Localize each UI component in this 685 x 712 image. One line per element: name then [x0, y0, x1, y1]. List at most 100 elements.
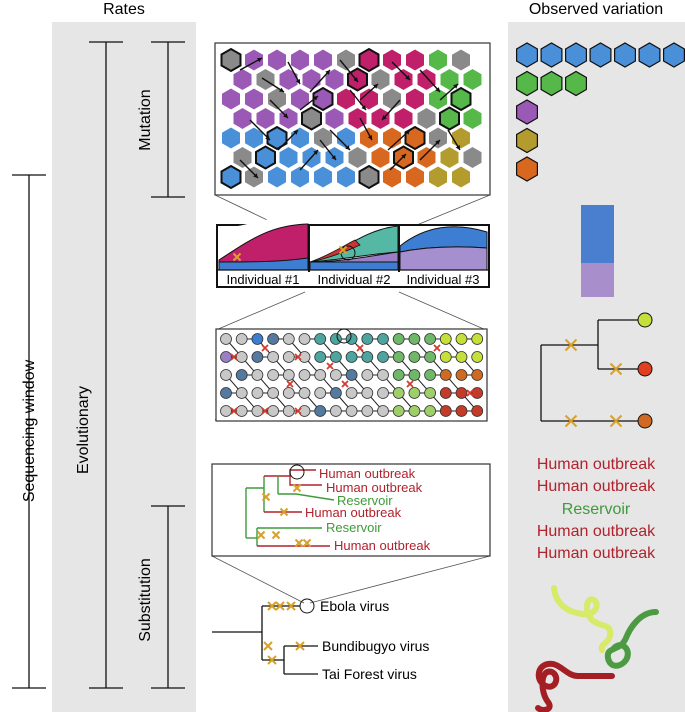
individual-mutation-marks: [232, 245, 348, 262]
hexagon-cell-icon: [358, 47, 380, 73]
mutation-cross-icon: [294, 538, 304, 548]
lattice-node: [267, 351, 280, 363]
lattice-node: [377, 405, 389, 417]
mutation-cross-icon: [341, 380, 349, 388]
individual-3-label: Individual #3: [407, 272, 480, 287]
mutation-cross-icon: [256, 530, 266, 540]
hexagon-cell-icon: [244, 165, 264, 189]
mutation-cross-icon: [271, 530, 281, 540]
lattice-node: [282, 405, 295, 417]
arrowhead-icon: [345, 145, 350, 150]
hexagon-cell-icon: [336, 126, 356, 150]
mutation-cross-icon: [230, 353, 238, 361]
hexagon-cell-icon: [416, 67, 437, 92]
tree-label-1: Human outbreak: [319, 466, 416, 481]
observed-tree: [540, 319, 638, 422]
hexagon-cell-icon: [336, 87, 356, 111]
hexagon-cell-icon: [405, 87, 425, 111]
hexagon-cell-icon: [393, 106, 414, 131]
scale-bars: [12, 41, 185, 689]
lattice-node: [455, 351, 468, 363]
lattice-node: [377, 387, 389, 399]
lattice-node: [424, 333, 437, 345]
hexagon-cell-icon: [564, 70, 588, 97]
lattice-node: [424, 351, 437, 363]
hexagon-cell-icon: [301, 67, 322, 92]
tree-label-5: Reservoir: [326, 520, 382, 535]
observed-label-1: Human outbreak: [537, 456, 656, 473]
lattice-node: [251, 333, 264, 345]
virus-mutation-marks: [263, 601, 305, 665]
lattice-node: [408, 369, 421, 381]
hexagon-cell-icon: [540, 70, 563, 97]
arrowhead-icon: [325, 70, 330, 75]
hexagon-cell-icon: [405, 165, 425, 189]
hexagon-cell-icon: [255, 145, 276, 170]
hexagon-cell-icon: [540, 42, 563, 68]
mutation-cross-icon: [294, 407, 302, 415]
arrow-line: [329, 129, 351, 151]
lattice-node: [439, 351, 452, 363]
lattice-node: [329, 369, 342, 381]
lattice-node: [220, 387, 232, 399]
arrowhead-icon: [293, 130, 298, 135]
arrowhead-icon: [373, 84, 378, 89]
hexagon-cell-icon: [278, 67, 299, 92]
mutation-cross-icon: [326, 362, 334, 370]
hexagon-cell-icon: [439, 106, 460, 131]
hexagon-cell-icon: [278, 106, 299, 131]
hexagon-cell-icon: [267, 48, 287, 72]
lattice-node: [282, 333, 295, 345]
arrowhead-icon: [283, 113, 288, 118]
mutation-cross-icon: [433, 344, 441, 352]
hexagon-cell-icon: [278, 145, 299, 170]
lattice-node: [282, 387, 295, 399]
lattice-node: [345, 387, 358, 399]
arrowhead-icon: [453, 84, 458, 89]
hexagon-cell-icon: [221, 87, 241, 111]
hexagon-cell-icon: [428, 126, 448, 150]
lattice-node: [455, 387, 468, 399]
hexagon-cell-icon: [416, 145, 437, 170]
mutation-cross-icon: [609, 414, 623, 428]
observed-label-4: Human outbreak: [537, 523, 656, 540]
hexagon-cell-icon: [358, 164, 380, 190]
lattice-node: [377, 333, 389, 345]
lattice-node: [329, 405, 342, 417]
lattice-node: [235, 369, 248, 381]
hexagon-cell-icon: [336, 48, 356, 72]
mutation-cross-icon: [294, 353, 302, 361]
sequencing-window-label: Sequencing window: [21, 359, 38, 502]
lattice-node: [251, 387, 264, 399]
lattice-node: [455, 369, 468, 381]
hexagon-cell-icon: [416, 106, 437, 131]
lattice-node: [220, 405, 232, 417]
lattice-node: [251, 369, 264, 381]
hexagon-cell-icon: [290, 87, 310, 111]
lattice-node: [314, 333, 327, 345]
lattice-node: [471, 387, 484, 399]
lattice-node: [235, 333, 248, 345]
hexagon-cell-icon: [382, 48, 402, 72]
hexagon-cell-icon: [393, 67, 414, 92]
arrowhead-icon: [353, 77, 358, 82]
tree-label-4: Human outbreak: [305, 505, 402, 520]
hexagon-cell-icon: [589, 42, 612, 68]
lattice-node: [267, 405, 280, 417]
virus-label-ebola: Ebola virus: [320, 598, 389, 614]
observed-tip-yellow: [637, 312, 653, 328]
lattice-node: [408, 387, 421, 399]
lattice-node: [408, 405, 421, 417]
arrowhead-icon: [313, 96, 318, 101]
observed-header: Observed variation: [529, 1, 663, 18]
outbreak-tree: [245, 464, 335, 547]
lattice-node: [471, 369, 484, 381]
lattice-node: [361, 351, 374, 363]
hexagon-cell-icon: [232, 145, 253, 170]
hexagon-cell-icon: [370, 145, 391, 170]
mutation-cross-icon: [261, 492, 271, 502]
mutation-cross-icon: [406, 380, 414, 388]
hexagon-cell-icon: [312, 86, 334, 112]
arrow-line: [419, 69, 441, 93]
